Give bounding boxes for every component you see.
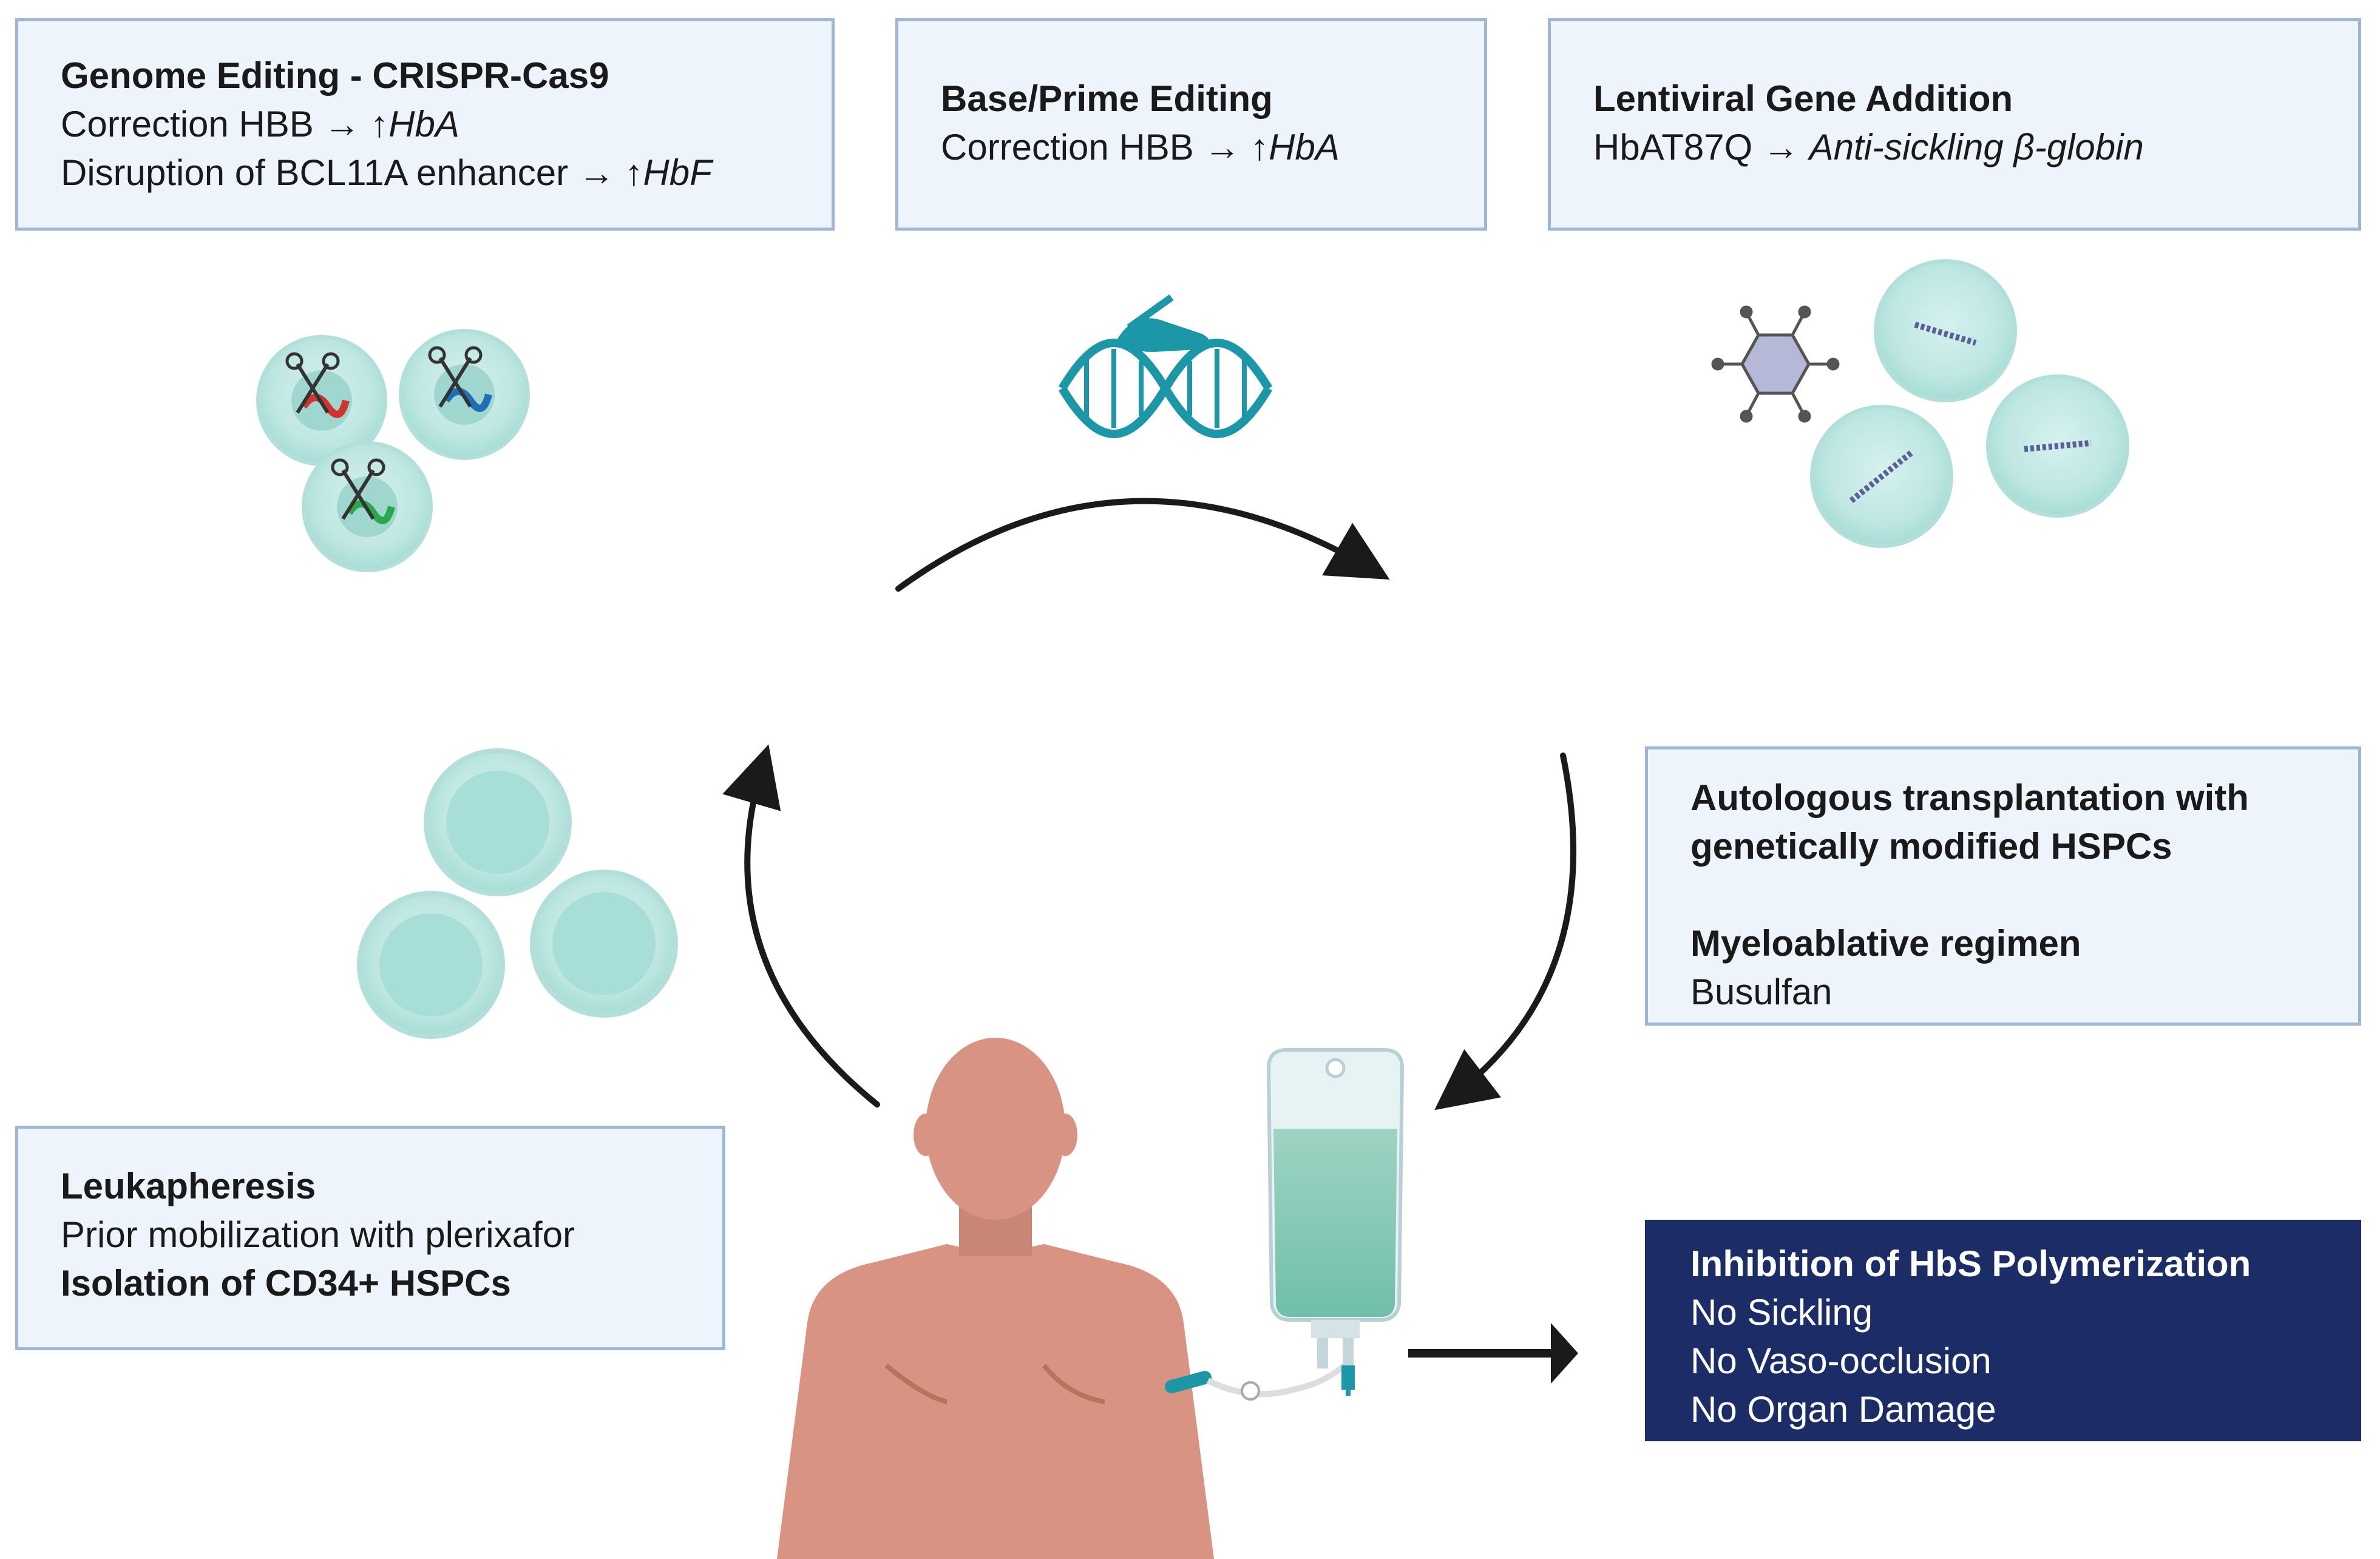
lentivirus-and-cells-icon: [1711, 259, 2129, 548]
cells-with-scissors-icon: [256, 329, 530, 572]
leukapheresis-line-2: Isolation of CD34+ HSPCs: [61, 1263, 511, 1304]
crispr-line-hba: Correction HBB → ↑HbA: [61, 104, 459, 144]
outcome-box: Inhibition of HbS Polymerization No Sick…: [1645, 1220, 2361, 1441]
iv-bag-icon: [1266, 1048, 1405, 1396]
crispr-title: Genome Editing - CRISPR-Cas9: [61, 55, 609, 96]
leukapheresis-title: Leukapheresis: [61, 1166, 316, 1206]
hspc-cells-icon: [357, 748, 678, 1039]
crispr-line-hbf: Disruption of BCL11A enhancer → ↑HbF: [61, 152, 712, 193]
outcome-title: Inhibition of HbS Polymerization: [1690, 1243, 2251, 1284]
base-prime-box: Base/Prime Editing Correction HBB → ↑HbA: [895, 18, 1487, 231]
transplant-title-2: genetically modified HSPCs: [1690, 826, 2172, 867]
arrow-top: [895, 498, 1390, 592]
lentiviral-title: Lentiviral Gene Addition: [1593, 78, 2013, 119]
outcome-item: No Organ Damage: [1690, 1389, 1996, 1430]
outcome-item: No Vaso-occlusion: [1690, 1341, 1992, 1381]
transplant-title-1: Autologous transplantation with: [1690, 777, 2249, 818]
outcome-item: No Sickling: [1690, 1292, 1873, 1333]
regimen-drug: Busulfan: [1690, 972, 1832, 1012]
base-prime-line-hba: Correction HBB → ↑HbA: [941, 127, 1340, 167]
lentiviral-line: HbAT87Q → Anti-sickling β-globin: [1593, 127, 2144, 167]
transplant-box: Autologous transplantation with genetica…: [1645, 746, 2361, 1026]
regimen-title: Myeloablative regimen: [1690, 923, 2081, 964]
catheter-icon: [1165, 1363, 1347, 1401]
patient-icon: [777, 1038, 1214, 1559]
arrow-left: [722, 744, 880, 1108]
base-prime-title: Base/Prime Editing: [941, 78, 1273, 119]
cycle-arrows: [722, 498, 1577, 1111]
leukapheresis-box: Leukapheresis Prior mobilization with pl…: [15, 1126, 725, 1350]
leukapheresis-line-1: Prior mobilization with plerixafor: [61, 1214, 575, 1255]
dna-editing-pen-icon: [1058, 294, 1273, 438]
arrow-to-outcome-head: [1551, 1323, 1578, 1384]
crispr-box: Genome Editing - CRISPR-Cas9 Correction …: [15, 18, 835, 231]
arrow-right: [1434, 752, 1577, 1111]
lentiviral-box: Lentiviral Gene Addition HbAT87Q → Anti-…: [1548, 18, 2361, 231]
